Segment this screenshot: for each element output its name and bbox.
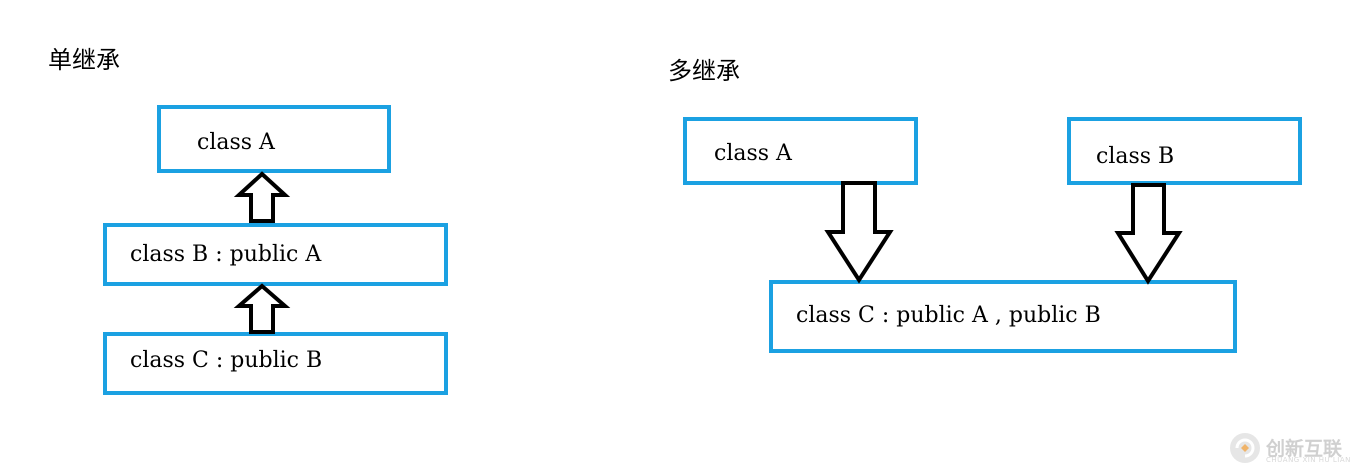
single-class-a-label: class A (197, 130, 275, 155)
watermark-text: 创新互联 (1266, 438, 1343, 460)
up-arrow-icon (233, 171, 291, 223)
down-arrow-icon (824, 181, 894, 284)
down-arrow-icon (1114, 183, 1183, 285)
multi-class-c-box: class C : public A , public B (769, 280, 1237, 353)
single-class-c-box: class C : public B (103, 332, 448, 395)
single-class-b-box: class B : public A (103, 223, 448, 286)
watermark-logo: 创新互联 CHUANG XIN HU LIAN (1226, 428, 1356, 468)
multi-class-a-label: class A (714, 141, 792, 166)
logo-icon (1230, 433, 1260, 463)
multi-class-b-label: class B (1096, 144, 1175, 169)
single-class-c-label: class C : public B (130, 348, 323, 373)
watermark-subtext: CHUANG XIN HU LIAN (1266, 456, 1351, 464)
multiple-inheritance-title: 多继承 (668, 57, 740, 85)
multi-class-b-box: class B (1067, 117, 1302, 185)
multi-class-a-box: class A (683, 117, 918, 185)
single-class-a-box: class A (157, 105, 391, 173)
multi-class-c-label: class C : public A , public B (796, 303, 1101, 328)
single-class-b-label: class B : public A (130, 242, 322, 267)
single-inheritance-title: 单继承 (48, 46, 120, 74)
up-arrow-icon (233, 283, 291, 334)
